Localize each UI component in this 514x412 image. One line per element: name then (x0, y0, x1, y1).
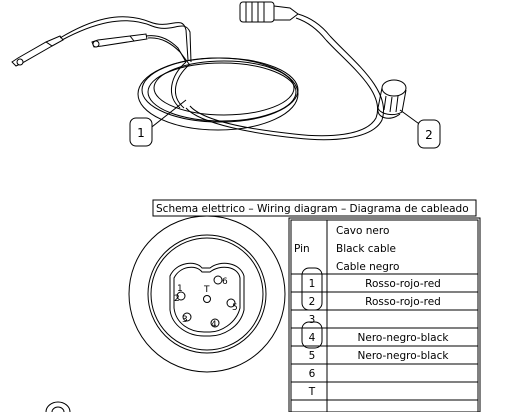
adapter-drawing (377, 79, 423, 127)
table-row-wire: Rosso-rojo-red (365, 296, 441, 308)
callout-1-label: 1 (137, 126, 145, 140)
wiring-table (288, 217, 481, 412)
pin-label-4: 4 (211, 320, 217, 330)
pin-label-3: 3 (182, 315, 188, 325)
pin-column-header: Pin (294, 243, 310, 255)
callout-2: 2 (417, 119, 441, 149)
connector-pin-labels: 1 2 3 4 5 6 T (174, 277, 238, 330)
table-row-pin: 2 (309, 296, 316, 308)
pin-label-2: 2 (174, 294, 180, 304)
pin-label-5: 5 (232, 303, 238, 313)
table-row-pin: 4 (309, 332, 316, 344)
table-row-pin: 5 (309, 350, 316, 362)
table-row-wire: Rosso-rojo-red (365, 278, 441, 290)
schema-title-box: Schema elettrico – Wiring diagram – Diag… (152, 199, 477, 217)
wiring-table-text: Pin Cavo nero Black cable Cable negro 1 … (294, 225, 449, 398)
probe-middle (91, 33, 148, 48)
top-connector (239, 1, 331, 41)
pin-label-6: 6 (222, 277, 228, 287)
table-row-pin: 3 (309, 314, 316, 326)
table-row-wire: Nero-negro-black (358, 332, 450, 344)
connector-face (128, 215, 286, 373)
coiled-cable (137, 35, 385, 141)
callout-1: 1 (129, 117, 153, 147)
schema-title: Schema elettrico – Wiring diagram – Diag… (156, 203, 469, 215)
table-row-wire: Nero-negro-black (358, 350, 450, 362)
ground-symbol (45, 401, 71, 412)
cable-assembly-drawing (11, 1, 385, 141)
cable-header-it: Cavo nero (336, 225, 389, 237)
cable-header-en: Black cable (336, 243, 396, 255)
cable-header-es: Cable negro (336, 261, 399, 273)
pin-label-t: T (203, 285, 210, 295)
callout-2-label: 2 (425, 128, 433, 142)
pin-label-1: 1 (177, 284, 183, 294)
table-row-pin: 1 (309, 278, 316, 290)
table-row-pin: 6 (309, 368, 316, 380)
probe-left (11, 35, 64, 67)
table-row-pin: T (308, 386, 316, 398)
